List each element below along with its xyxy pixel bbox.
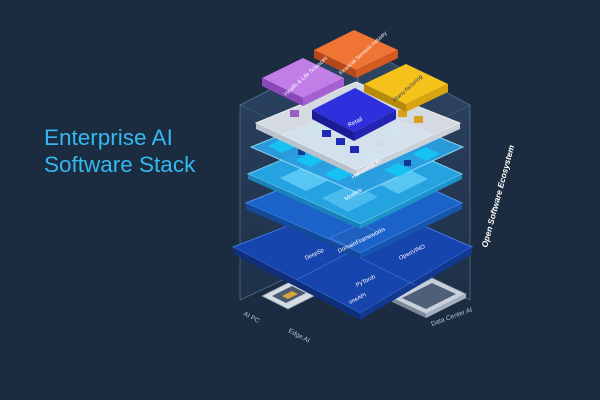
- title-line-1: Enterprise AI: [44, 125, 173, 150]
- tile-manufacturing: [364, 64, 448, 112]
- hardware-data-center: [391, 277, 467, 318]
- tile-retail: [312, 88, 396, 141]
- label-open-software-ecosystem: Open Software Ecosystem: [479, 143, 516, 248]
- tile-health-life-sciences: [262, 58, 344, 106]
- title-line-2: Software Stack: [44, 152, 196, 177]
- tile-financial-services: [314, 30, 398, 78]
- page-title: Enterprise AI Software Stack: [44, 124, 195, 178]
- label-ai-pc: AI PC: [242, 311, 261, 325]
- label-edge-ai: Edge AI: [287, 328, 311, 345]
